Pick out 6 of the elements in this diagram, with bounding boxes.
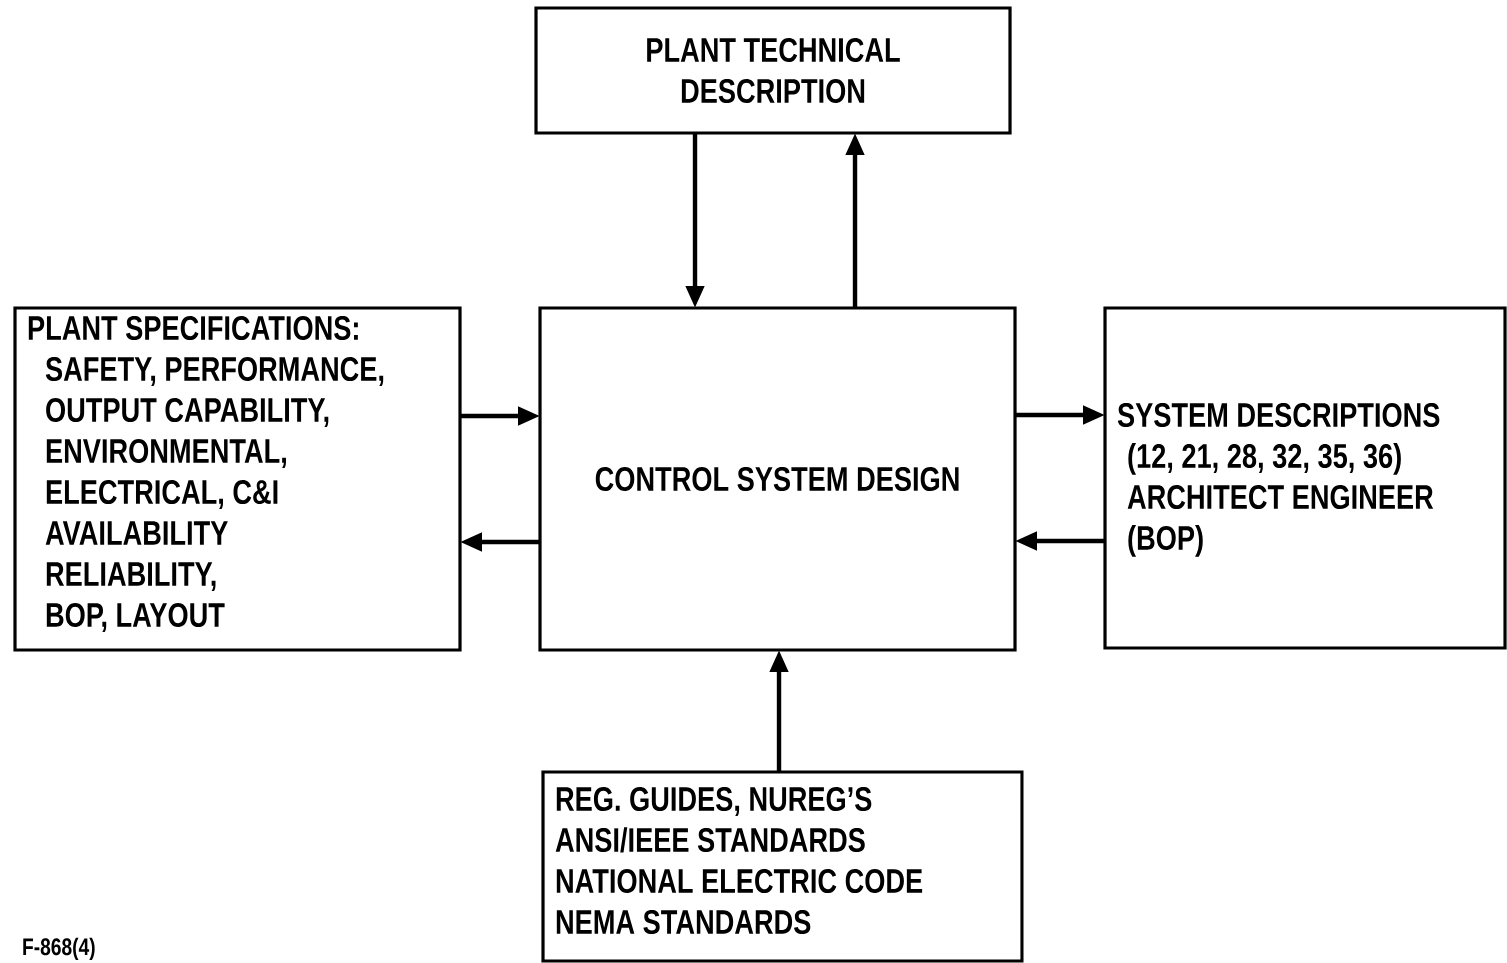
process-box: REG. GUIDES, NUREG’S ANSI/IEEE STANDARDS NATIONAL ELECTRIC CODE NEMA STANDARDS xyxy=(541,770,1024,963)
process-box: CONTROL SYSTEM DESIGN xyxy=(538,306,1017,652)
process-box: SYSTEM DESCRIPTIONS (12, 21, 28, 32, 35, 36) ARCHITECT ENGINEER (BOP) xyxy=(1103,306,1507,650)
process-box: PLANT TECHNICAL DESCRIPTION xyxy=(534,6,1012,135)
figure-number: F-868(4) xyxy=(23,937,95,960)
process-box: PLANT SPECIFICATIONS: SAFETY, PERFORMANCE, OUTPUT CAPABILITY, ENVIRONMENTAL, ELECTRICAL, C&I AVAILABILITY RELIABILITY, BOP, LAYOUT xyxy=(13,306,462,652)
